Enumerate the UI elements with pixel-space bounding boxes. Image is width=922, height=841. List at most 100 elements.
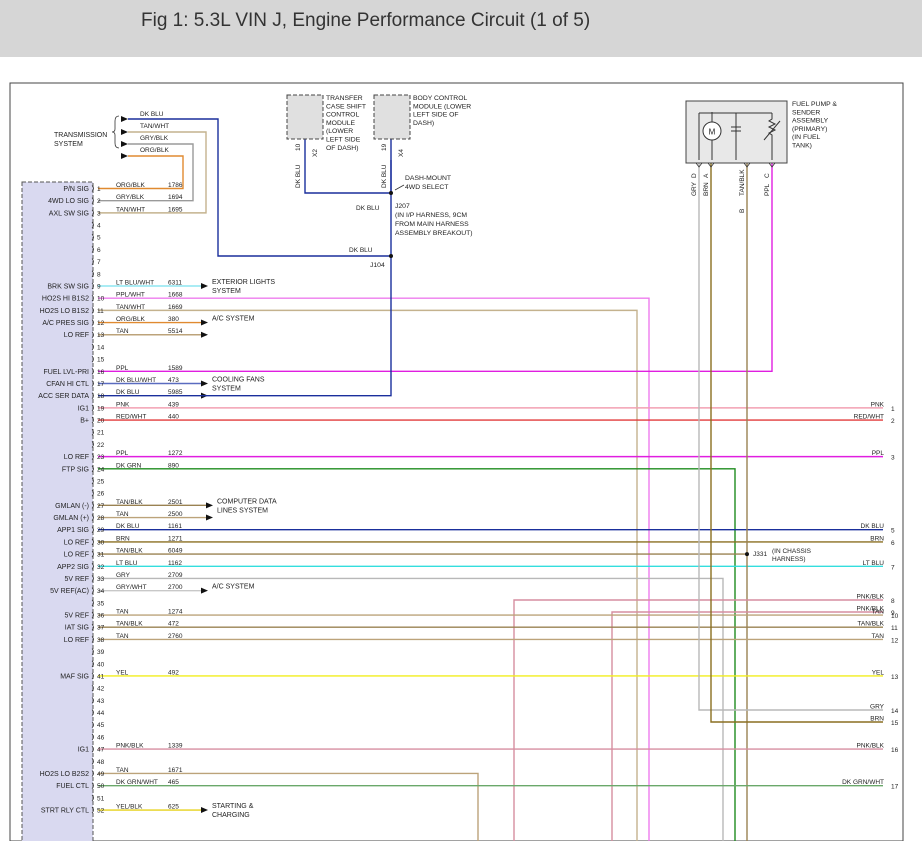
pin-signal-label: 4WD LO SIG [48, 198, 89, 205]
pin-signal-label: LO REF [64, 332, 89, 339]
arrow-head [206, 502, 213, 509]
connector-pin [91, 550, 94, 558]
pin-number: 47 [97, 747, 105, 754]
pin-number: 52 [97, 808, 105, 815]
pin-number: 15 [97, 357, 105, 364]
circuit-number: 1274 [168, 609, 183, 616]
right-wire-label: PNK [871, 401, 885, 408]
wire-color-label: YEL [116, 669, 129, 676]
wire-color-label: PNK [116, 401, 130, 408]
pin-number: 43 [97, 698, 105, 705]
connector-pin [91, 721, 94, 729]
wire-color-label: ORG/BLK [116, 316, 146, 323]
figure-title: Fig 1: 5.3L VIN J, Engine Performance Ci… [141, 10, 591, 31]
transmission-wire [98, 131, 207, 214]
pin-number: 11 [97, 308, 104, 315]
j207-desc: (IN I/P HARNESS, 9CM [395, 212, 467, 219]
pin-signal-label: APP1 SIG [57, 527, 89, 534]
wire-color-label: TAN/WHT [116, 206, 145, 213]
ac-system-label: A/C SYSTEM [212, 316, 255, 323]
circuit-number: 1272 [168, 450, 183, 457]
dash-mount-label: DASH-MOUNT [405, 175, 451, 182]
tan-wire-49 [98, 772, 479, 841]
right-connector-number: 12 [891, 637, 899, 644]
transfer-case-module-label: TRANSFER [326, 95, 363, 102]
dk-blu-label: DK BLU [349, 247, 373, 254]
connector-pin [91, 233, 94, 241]
pin-number: 40 [97, 661, 105, 668]
transfer-case-module-label: LEFT SIDE [326, 137, 361, 144]
bcm-module-box [373, 94, 411, 140]
fuel-pump-pin [695, 162, 703, 168]
right-connector-number: 5 [891, 528, 895, 535]
arrow-head [121, 141, 128, 147]
computer-data-lines-label: COMPUTER DATA [217, 498, 277, 505]
fuel-pump-label: (PRIMARY) [792, 126, 827, 133]
pin-number: 46 [97, 734, 105, 741]
connector-pin [91, 209, 94, 217]
transfer-case-module-box [286, 94, 324, 140]
pin-number: 34 [97, 588, 105, 595]
cooling-fans-label: COOLING FANS [212, 376, 265, 383]
brn-fuel-wire [710, 160, 883, 723]
leader-line [394, 184, 405, 191]
circuit-number: 5985 [168, 389, 183, 396]
pin-number: 17 [97, 381, 105, 388]
circuit-number: 492 [168, 669, 179, 676]
wire-color-label: DK BLU [116, 523, 140, 530]
pin-number: 42 [97, 686, 105, 693]
motor-label: M [709, 128, 716, 137]
right-wire-label: PNK/BLK [857, 606, 885, 613]
dk-blu-transmission-wire [128, 118, 391, 257]
transfer-case-module-label: CASE SHIFT [326, 103, 366, 110]
brace [111, 115, 120, 149]
wire-color-label: TAN [116, 328, 129, 335]
pin-signal-label: LO REF [64, 552, 89, 559]
ppl-wht-wire [98, 297, 650, 841]
circuit-number: 440 [168, 414, 179, 421]
ac-system-label-2: A/C SYSTEM [212, 584, 255, 591]
connector-pin [91, 392, 94, 399]
transmission-system-label: SYSTEM [54, 141, 83, 148]
dash-mount-label: 4WD SELECT [405, 184, 448, 191]
wire-color-label: ORG/BLK [116, 182, 146, 189]
j207-desc: ASSEMBLY BREAKOUT) [395, 230, 473, 237]
connector-pin [91, 221, 94, 229]
circuit-number: 1671 [168, 767, 183, 774]
wire-color-label: TAN/WHT [116, 304, 145, 311]
ecm-layer [21, 94, 788, 841]
pin-number: 19 [97, 405, 105, 412]
connector-pin [91, 745, 94, 753]
j207-label: J207 [395, 203, 410, 210]
pin-number: 45 [97, 722, 105, 729]
circuit-number: 1668 [168, 292, 183, 299]
fuel-pump-pin-letter: B [739, 209, 746, 213]
pin-signal-label: FUEL LVL-PRI [43, 369, 89, 376]
connector-pin [91, 197, 94, 204]
pin-number: 21 [97, 430, 105, 437]
right-connector-number: 17 [891, 784, 899, 791]
pin-number: 31 [97, 552, 105, 559]
pin-signal-label: STRT RLY CTL [41, 808, 89, 815]
arrow-head [201, 587, 208, 594]
connector-pin [91, 758, 94, 765]
wire-color-label: TAN [116, 511, 129, 518]
pin-signal-label: CFAN HI CTL [46, 381, 89, 388]
circuit-number: 5514 [168, 328, 183, 335]
circuit-number: 1694 [168, 194, 183, 201]
right-connector-number: 3 [891, 455, 895, 462]
dk-blu-label: DK BLU [356, 205, 380, 212]
pin-number: 23 [97, 454, 105, 461]
j104-label: J104 [370, 262, 385, 269]
module-wire-color: DK BLU [295, 164, 302, 188]
circuit-number: 2760 [168, 633, 183, 640]
pin-number: 25 [97, 478, 105, 485]
pin-signal-label: P/N SIG [63, 186, 89, 193]
right-connector-number: 14 [891, 708, 899, 715]
wire-color-label: BRN [116, 535, 130, 542]
connector-pin [91, 331, 94, 339]
circuit-number: 2700 [168, 584, 183, 591]
arrow-head [201, 331, 208, 338]
connector-pin [91, 599, 94, 607]
pin-number: 13 [97, 332, 105, 339]
